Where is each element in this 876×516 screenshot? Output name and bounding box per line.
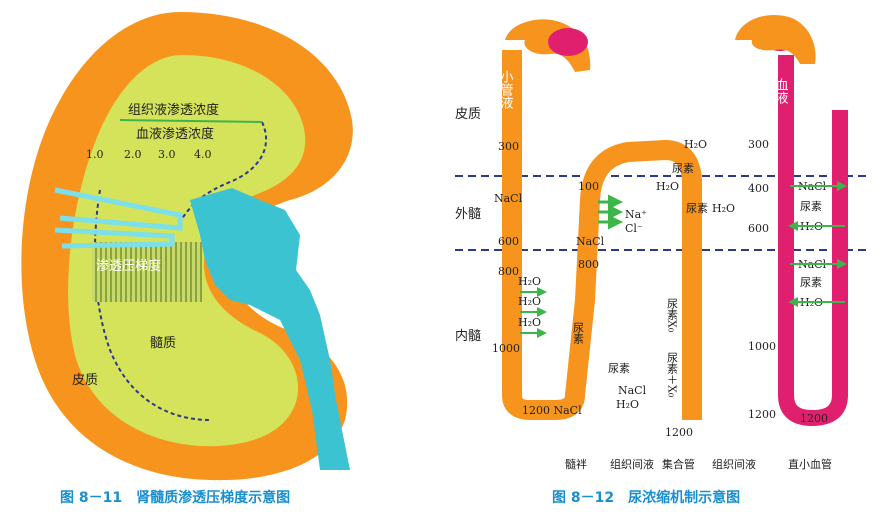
- scale-value: 1.0: [86, 148, 104, 161]
- bottom-label: 组织间液: [610, 457, 654, 471]
- scale-values: 1.0 2.0 3.0 4.0: [86, 148, 212, 161]
- concentration-diagram: 皮质 外髓 内髓 小管液 血液 300 600 800 1000 1200 Na…: [455, 14, 868, 471]
- h2o-label: H₂O: [518, 295, 541, 308]
- ion-arrows: [598, 194, 623, 230]
- loop-of-henle: [502, 50, 702, 420]
- bottom-label: 组织间液: [712, 457, 756, 471]
- zone-label-inner-medulla: 内髓: [455, 328, 481, 344]
- cortex-label: 皮质: [72, 373, 98, 388]
- collecting-value: 1200: [665, 426, 693, 439]
- vessel-value: 400: [748, 182, 769, 195]
- zone-label-outer-medulla: 外髓: [455, 207, 481, 222]
- vessel-value: 1200: [748, 408, 776, 421]
- vessel-value: 300: [748, 138, 769, 151]
- vasa-recta-cap: [735, 14, 816, 64]
- vessel-value: 600: [748, 222, 769, 235]
- urea-label: 尿素: [686, 202, 708, 215]
- loop-value: 1000: [492, 342, 520, 355]
- urea-x-plus-label: 尿素＋X₀: [666, 352, 679, 398]
- nacl-label: NaCl: [618, 384, 647, 397]
- tissue-label: 组织液渗透浓度: [128, 102, 219, 118]
- h2o-label: H₂O: [518, 275, 541, 288]
- medulla-boundary: [93, 121, 268, 421]
- h2o-label: H₂O: [684, 138, 707, 151]
- distal-value: 800: [578, 258, 599, 271]
- vessel-value: 1000: [748, 340, 776, 353]
- loop-bottom-label: 1200 NaCl: [522, 404, 582, 417]
- blood-label: 血液渗透浓度: [136, 126, 214, 142]
- kidney-diagram: 组织液渗透浓度 血液渗透浓度 1.0 2.0 3.0 4.0 渗透压梯度 髓质 …: [21, 12, 353, 481]
- distal-value: 100: [578, 180, 599, 193]
- glomerulus: [548, 28, 588, 56]
- medulla-label: 髓质: [150, 336, 176, 351]
- renal-pelvis: [190, 188, 350, 470]
- nephron-loops: [54, 187, 183, 249]
- gradient-label: 渗透压梯度: [96, 258, 161, 274]
- h2o-label: H₂O: [518, 316, 541, 329]
- urea-label: 尿素: [572, 322, 585, 344]
- vessel-arrows: [788, 181, 847, 307]
- scale-value: 3.0: [158, 148, 176, 161]
- scale-value: 4.0: [194, 148, 212, 161]
- loop-value: 600: [498, 235, 519, 248]
- bottom-label: 集合管: [662, 457, 695, 471]
- vasa-recta: [778, 55, 848, 426]
- urea-label: 尿素: [672, 162, 694, 175]
- scale-value: 2.0: [124, 148, 142, 161]
- loop-value: 800: [498, 265, 519, 278]
- urea-label: 尿素: [608, 362, 630, 375]
- cl-label: Cl⁻: [625, 222, 643, 235]
- zone-label-cortex: 皮质: [455, 107, 481, 122]
- bottom-label: 直小血管: [788, 457, 832, 471]
- nacl-label: NaCl: [494, 192, 523, 205]
- bottom-label: 髓袢: [565, 458, 587, 471]
- h2o-label: H₂O: [656, 180, 679, 193]
- nacl-label: NaCl: [576, 235, 605, 248]
- left-caption: 图 8－11 肾髓质渗透压梯度示意图: [60, 489, 290, 506]
- h2o-label: H₂O: [616, 398, 639, 411]
- na-label: Na⁺: [625, 208, 647, 221]
- vessel-bottom-value: 1200: [800, 412, 828, 425]
- loop-value: 300: [498, 140, 519, 153]
- h2o-arrows: [520, 287, 547, 338]
- h2o-label: H₂O: [712, 202, 735, 215]
- urea-label: 尿素: [800, 200, 822, 213]
- urea-label: 尿素: [800, 276, 822, 289]
- right-caption: 图 8－12 尿浓缩机制示意图: [552, 489, 740, 506]
- urea-x-label: 尿素X₀: [666, 298, 679, 333]
- tubule-label: 小管液: [498, 70, 514, 109]
- tissue-line: [119, 119, 263, 123]
- gradient-region: [92, 242, 202, 302]
- blood-label: 血液: [773, 78, 789, 104]
